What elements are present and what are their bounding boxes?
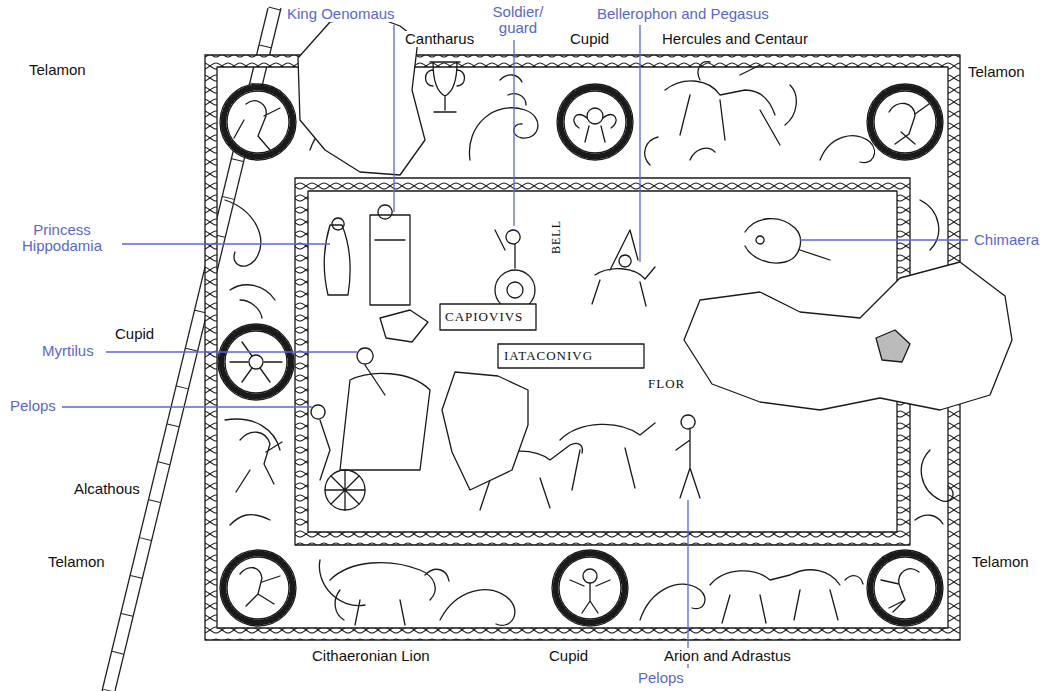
pelops-figure	[311, 405, 330, 480]
scroll	[319, 560, 515, 625]
leader-line	[639, 25, 640, 262]
mosaic-inscription: BELL	[548, 218, 564, 256]
part-label: Cupid	[568, 31, 611, 47]
alcathous	[236, 432, 282, 492]
medallion-telamon	[220, 84, 296, 160]
inscription-band	[498, 344, 644, 368]
chimaera	[745, 219, 830, 263]
chariot-wheel	[325, 470, 365, 510]
scroll	[225, 419, 280, 525]
leader-line	[62, 406, 312, 407]
callout-label: Bellerophon and Pegasus	[595, 6, 771, 22]
part-label: Cithaeronian Lion	[310, 648, 432, 664]
soldier-shield	[507, 282, 523, 298]
standing-pelops	[676, 415, 700, 498]
mosaic-inscription: CAPIOVIVS	[443, 309, 525, 325]
callout-label: Pelops	[636, 670, 686, 686]
part-label: Cupid	[547, 648, 590, 664]
mosaic-inscription: FLOR	[646, 376, 687, 392]
cithaeronian-lion	[330, 563, 449, 625]
mosaic-inscription: IATACONIVG	[502, 348, 595, 364]
medallion-cupid	[552, 550, 628, 626]
oenomaus-throne	[370, 205, 410, 305]
callout-label: Pelops	[8, 398, 58, 414]
medallion-telamon	[867, 550, 943, 626]
part-label: Telamon	[970, 554, 1031, 570]
leader-line	[687, 500, 688, 668]
part-label: Cantharus	[403, 31, 476, 47]
leaf	[500, 75, 526, 105]
leader-line	[122, 243, 330, 244]
lacuna	[442, 372, 528, 490]
leader-line	[106, 351, 357, 352]
medallion-telamon	[867, 84, 943, 160]
inscription-band	[440, 304, 536, 330]
hercules-centaur	[665, 62, 796, 145]
scroll	[820, 136, 875, 163]
lacuna	[380, 310, 428, 342]
callout-label: Myrtilus	[40, 343, 96, 359]
part-label: Telamon	[27, 62, 88, 78]
part-label: Hercules and Centaur	[660, 31, 810, 47]
stone-fragment	[876, 330, 910, 362]
leaf	[645, 137, 715, 165]
callout-label: Princess Hippodamia	[3, 222, 121, 254]
bellerophon-pegasus	[592, 230, 655, 306]
wheel-spokes	[325, 470, 365, 510]
leaf	[230, 285, 275, 318]
callout-label: King Oenomaus	[285, 6, 397, 22]
hippodamia-figure	[324, 218, 350, 295]
leader-line	[800, 239, 968, 240]
part-label: Arion and Adrastus	[662, 648, 793, 664]
lacuna	[684, 262, 1012, 410]
part-label: Telamon	[46, 554, 107, 570]
callout-label: Chimaera	[972, 232, 1041, 248]
leader-lines	[62, 25, 968, 668]
lacunae	[298, 14, 1012, 490]
cantharus	[426, 62, 465, 112]
medallion-cupid	[557, 84, 633, 160]
scroll	[469, 108, 537, 160]
part-label: Telamon	[966, 64, 1027, 80]
chariot-myrtilus	[340, 348, 430, 470]
part-label: Alcathous	[72, 481, 142, 497]
scroll	[225, 200, 261, 266]
medallion-cupid	[218, 324, 294, 400]
medallion-telamon	[220, 550, 296, 626]
leader-line	[393, 25, 394, 212]
scroll	[640, 584, 705, 620]
leader-line	[513, 40, 514, 226]
mosaic	[205, 14, 1012, 640]
arion-adrastus	[710, 570, 863, 623]
part-label: Cupid	[113, 326, 156, 342]
callout-label: Soldier/ guard	[486, 4, 550, 36]
soldier-figure	[495, 230, 520, 268]
